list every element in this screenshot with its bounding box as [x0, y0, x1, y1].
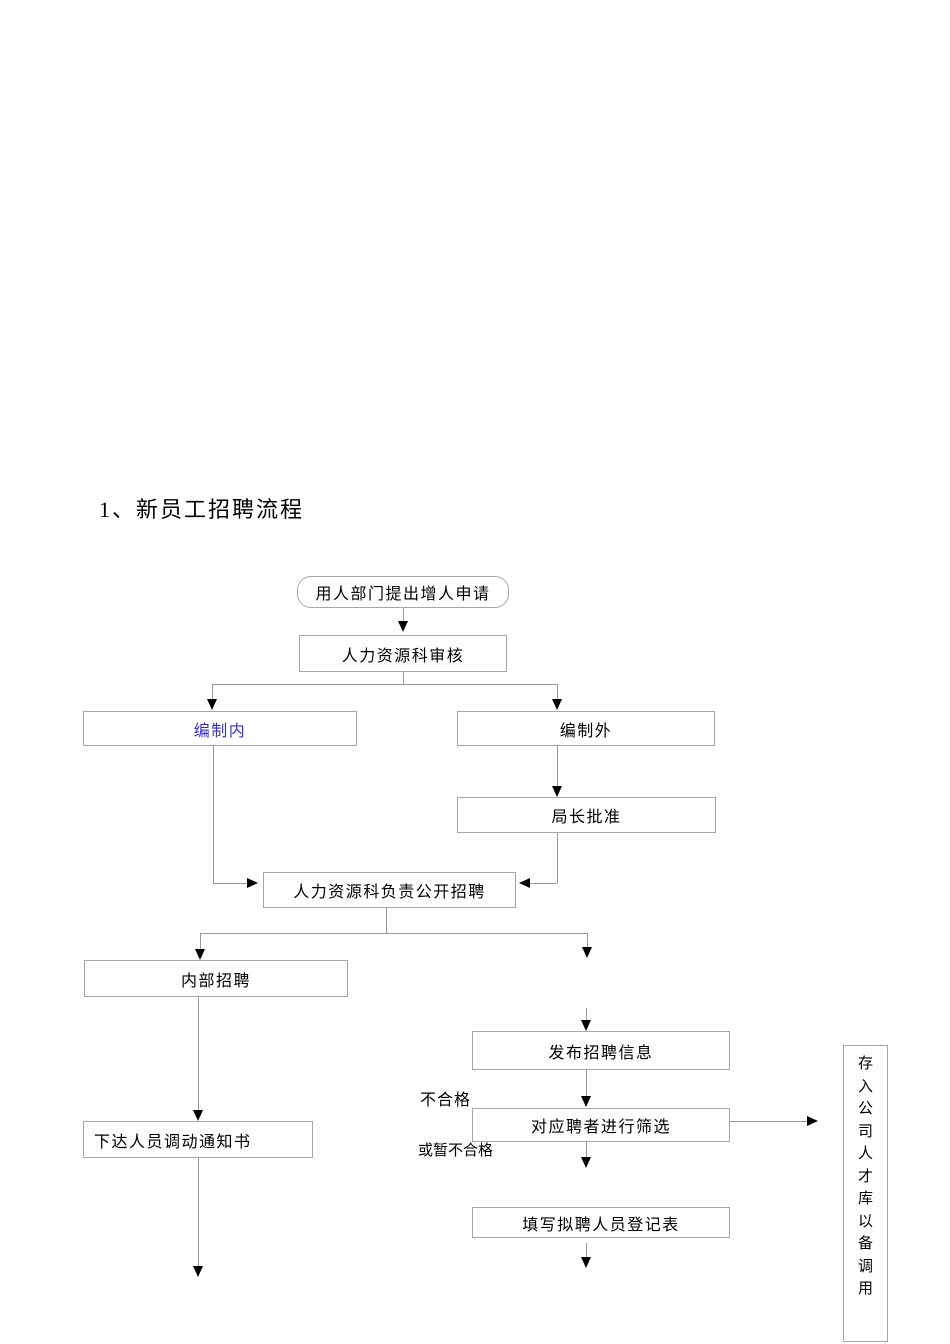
flow-node-screen-applicants: 对应聘者进行筛选 [472, 1108, 730, 1142]
flow-node-out-establishment: 编制外 [457, 711, 715, 746]
arrow-down-icon [552, 786, 562, 797]
arrow-down-icon [582, 947, 592, 958]
flow-node-registration-form-label: 填写拟聘人员登记表 [522, 1216, 680, 1234]
flow-node-hr-review: 人力资源科审核 [299, 635, 507, 672]
flow-node-director-approval: 局长批准 [457, 797, 716, 833]
flow-line [586, 1008, 587, 1020]
flow-node-start-label: 用人部门提出增人申请 [315, 586, 491, 603]
flow-line [557, 833, 558, 883]
arrow-right-icon [247, 878, 258, 888]
flow-line [557, 684, 558, 699]
flow-node-internal-recruit: 内部招聘 [84, 960, 348, 997]
arrow-right-icon [807, 1116, 818, 1126]
flow-node-publish-info: 发布招聘信息 [472, 1031, 730, 1070]
arrow-down-icon [195, 949, 205, 960]
flow-line [200, 933, 587, 934]
flow-line [557, 746, 558, 786]
flow-node-director-approval-label: 局长批准 [551, 809, 622, 826]
arrow-down-icon [581, 1157, 591, 1168]
flow-line [198, 1158, 199, 1266]
arrow-down-icon [193, 1266, 203, 1277]
flow-node-out-establishment-label: 编制外 [559, 722, 613, 740]
flow-node-start: 用人部门提出增人申请 [297, 576, 509, 608]
arrow-down-icon [398, 621, 408, 632]
flow-node-internal-recruit-label: 内部招聘 [180, 972, 251, 990]
flow-line [200, 933, 201, 949]
flow-line [386, 908, 387, 933]
flow-node-public-recruit-label: 人力资源科负责公开招聘 [293, 884, 486, 901]
flow-node-talent-pool: 存入公司人才库以备调用 [843, 1045, 888, 1342]
flow-node-transfer-notice: 下达人员调动通知书 [83, 1121, 313, 1158]
flow-line [212, 684, 558, 685]
flow-node-talent-pool-label: 存入公司人才库以备调用 [857, 1056, 873, 1297]
flow-line [586, 1142, 587, 1157]
flow-line [530, 883, 557, 884]
flow-node-public-recruit: 人力资源科负责公开招聘 [263, 872, 516, 908]
flow-node-hr-review-label: 人力资源科审核 [341, 647, 465, 665]
flow-line [213, 746, 214, 883]
flow-line [213, 883, 248, 884]
flow-node-screen-applicants-label: 对应聘者进行筛选 [530, 1119, 671, 1136]
section-title: 1、新员工招聘流程 [99, 497, 305, 522]
flow-line [586, 1070, 587, 1096]
flow-line [198, 997, 199, 1110]
flow-node-registration-form: 填写拟聘人员登记表 [472, 1207, 730, 1238]
flow-line [403, 608, 404, 622]
flow-node-in-establishment: 编制内 [83, 711, 357, 746]
flow-node-transfer-notice-label: 下达人员调动通知书 [94, 1133, 252, 1151]
flow-line [403, 672, 404, 684]
arrow-left-icon [519, 878, 530, 888]
in-establishment-link[interactable]: 编制内 [193, 722, 247, 740]
flow-line [586, 1243, 587, 1257]
edge-label-unqualified: 不合格 [420, 1092, 472, 1109]
flow-line [212, 684, 213, 699]
arrow-down-icon [581, 1096, 591, 1107]
arrow-down-icon [207, 699, 217, 710]
arrow-down-icon [552, 699, 562, 710]
arrow-down-icon [581, 1257, 591, 1268]
arrow-down-icon [581, 1020, 591, 1031]
flow-line [587, 933, 588, 947]
edge-label-or-temporarily-unqualified: 或暂不合格 [418, 1143, 494, 1159]
flow-node-publish-info-label: 发布招聘信息 [548, 1044, 654, 1062]
arrow-down-icon [193, 1110, 203, 1121]
flow-line [730, 1121, 807, 1122]
